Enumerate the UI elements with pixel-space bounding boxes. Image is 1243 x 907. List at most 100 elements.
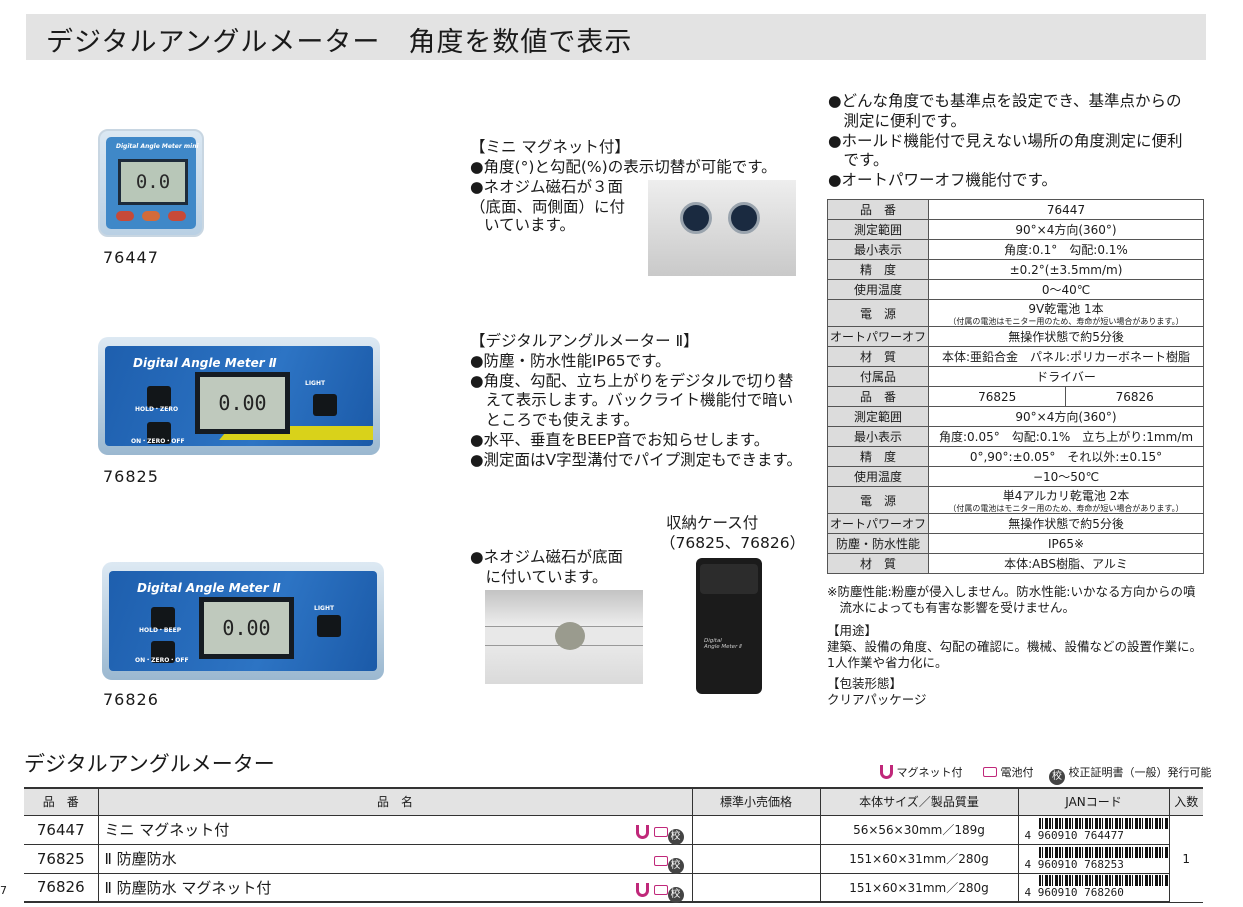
spec-key: 材 質 [826, 553, 930, 574]
use-line2: 1人作業や省力化に。 [827, 655, 948, 670]
legend-cert-label: 校正証明書（一般）発行可能 [1068, 766, 1212, 779]
magnet-icon [635, 824, 649, 839]
ip-note-2: 流水によっても有害な影響を受けません。 [827, 600, 1076, 615]
spec-key: 品 番 [826, 386, 930, 407]
spec-key: 使用温度 [826, 279, 930, 300]
table-row: 76447 ミニ マグネット付 校 56×56×30mm／189g 4 9609… [24, 815, 1203, 903]
col-name: 品 名 [97, 787, 692, 816]
power-note: （付属の電池はモニター用のため、寿命が短い場合があります。） [948, 317, 1184, 326]
battery-icon [653, 826, 668, 837]
spec-key: オートパワーオフ [826, 326, 930, 347]
product-list-title: デジタルアングルメーター [24, 752, 275, 776]
spec-value: 単4アルカリ乾電池 2本（付属の電池はモニター用のため、寿命が短い場合があります… [928, 486, 1204, 514]
col-jan: JANコード [1017, 787, 1169, 816]
row-jan: 4 960910 764477 [1017, 815, 1169, 845]
col-code: 品 番 [24, 787, 98, 816]
barcode-bars [1038, 846, 1169, 858]
m2-line6: ●測定面はV字型溝付でパイプ測定もできます。 [470, 451, 802, 469]
m2-heading: 【デジタルアングルメーター Ⅱ】 [470, 332, 699, 350]
spec-key: 防塵・防水性能 [826, 533, 930, 554]
row-jan-text: 4 960910 768253 [1024, 857, 1124, 871]
mini-brand: Digital Angle Meter mini [116, 143, 199, 150]
barcode-bars [1038, 875, 1169, 887]
row-code: 76447 [24, 815, 98, 845]
spec-key: 品 番 [826, 199, 930, 220]
spec-value: 90°×4方向(360°) [928, 219, 1204, 240]
battery-icon [653, 855, 668, 866]
magnet-bottom-photo [485, 590, 643, 684]
spec-value: IP65※ [928, 533, 1204, 554]
feature-5: ●オートパワーオフ機能付です。 [828, 171, 1057, 189]
spec-key: 最小表示 [826, 426, 930, 447]
col-qty: 入数 [1168, 787, 1203, 816]
row-jan-text: 4 960910 764477 [1024, 828, 1124, 842]
spec-key: オートパワーオフ [826, 513, 930, 534]
spec-value: 0〜40℃ [928, 279, 1204, 300]
spec-key: 電 源 [826, 486, 930, 514]
power-text: 9V乾電池 1本 [1028, 302, 1104, 316]
package-value: クリアパッケージ [827, 692, 927, 707]
row-price [691, 873, 820, 903]
angle-meter-ii-photo: Digital Angle Meter Ⅱ 0.00 HOLD・ZERO ON・… [98, 337, 380, 455]
row-name-text: Ⅱ 防塵防水 [104, 850, 177, 868]
mini-lcd: 0.0 [118, 159, 188, 205]
m2-line5: ●水平、垂直をBEEP音でお知らせします。 [470, 431, 770, 449]
row-price [691, 844, 820, 874]
spec-key: 使用温度 [826, 466, 930, 487]
spec-key: 測定範囲 [826, 219, 930, 240]
spec-value: ±0.2°(±3.5mm/m) [928, 259, 1204, 280]
magnet-note-line2: に付いています。 [470, 568, 608, 586]
m826-brand: Digital Angle Meter Ⅱ [137, 581, 281, 595]
barcode-bars [1038, 817, 1169, 829]
mini-line1: ●角度(°)と勾配(%)の表示切替が可能です。 [470, 158, 777, 176]
col-price: 標準小売価格 [691, 787, 820, 816]
magnet-note-line1: ●ネオジム磁石が底面 [470, 548, 624, 566]
battery-icon [653, 884, 668, 895]
ip-note-1: ※防塵性能:粉塵が侵入しません。防水性能:いかなる方向からの噴 [827, 584, 1196, 599]
m825-lcd: 0.00 [195, 372, 290, 434]
mini-line4: いています。 [484, 216, 575, 234]
spec-key: 精 度 [826, 446, 930, 467]
magnet-icon [635, 882, 649, 897]
col-size: 本体サイズ／製品質量 [819, 787, 1018, 816]
m826-lcd: 0.00 [199, 597, 294, 659]
use-heading: 【用途】 [827, 623, 878, 638]
code-76447-label: 76447 [103, 248, 159, 267]
feature-4: です。 [828, 151, 889, 169]
row-code: 76825 [24, 844, 98, 874]
power-text: 単4アルカリ乾電池 2本 [1002, 489, 1130, 503]
spec-key: 最小表示 [826, 239, 930, 260]
table-header-row: 品 番 品 名 標準小売価格 本体サイズ／製品質量 JANコード 入数 [24, 787, 1203, 816]
certificate-icon: 校 [667, 886, 684, 903]
certificate-icon: 校 [1049, 769, 1065, 785]
row-price [691, 815, 820, 845]
spec-value: 90°×4方向(360°) [928, 406, 1204, 427]
spec-key: 付属品 [826, 366, 930, 387]
row-size: 151×60×31mm／280g [819, 844, 1018, 874]
row-jan: 4 960910 768253 [1017, 844, 1169, 874]
spec-value: 無操作状態で約5分後 [928, 513, 1204, 534]
row-jan-text: 4 960910 768260 [1024, 886, 1124, 900]
row-size: 56×56×30mm／189g [819, 815, 1018, 845]
mini-line3: （底面、両側面）に付 [470, 198, 626, 216]
use-line1: 建築、設備の角度、勾配の確認に。機械、設備などの設置作業に。 [827, 639, 1203, 654]
spec-key: 材 質 [826, 346, 930, 367]
spec-value: 76826 [1065, 386, 1204, 407]
m825-brand: Digital Angle Meter Ⅱ [133, 356, 277, 370]
spec-key: 精 度 [826, 259, 930, 280]
row-name: ミニ マグネット付 校 [97, 815, 692, 845]
m2-line1: ●防塵・防水性能IP65です。 [470, 352, 671, 370]
case-note-line1: 収納ケース付 [666, 514, 759, 532]
row-size: 151×60×31mm／280g [819, 873, 1018, 903]
row-name-text: ミニ マグネット付 [104, 821, 230, 839]
magnet-icon [880, 765, 893, 779]
mini-angle-meter-photo: Digital Angle Meter mini 0.0 [98, 129, 204, 237]
row-jan: 4 960910 768260 [1017, 873, 1169, 903]
spec-value: 0°,90°:±0.05° それ以外:±0.15° [928, 446, 1204, 467]
magnet-side-photo [648, 180, 796, 276]
spec-value: 本体:亜鉛合金 パネル:ポリカーボネート樹脂 [928, 346, 1204, 367]
page-title-bar: デジタルアングルメーター 角度を数値で表示 [26, 14, 1206, 60]
code-76825-label: 76825 [103, 467, 159, 486]
